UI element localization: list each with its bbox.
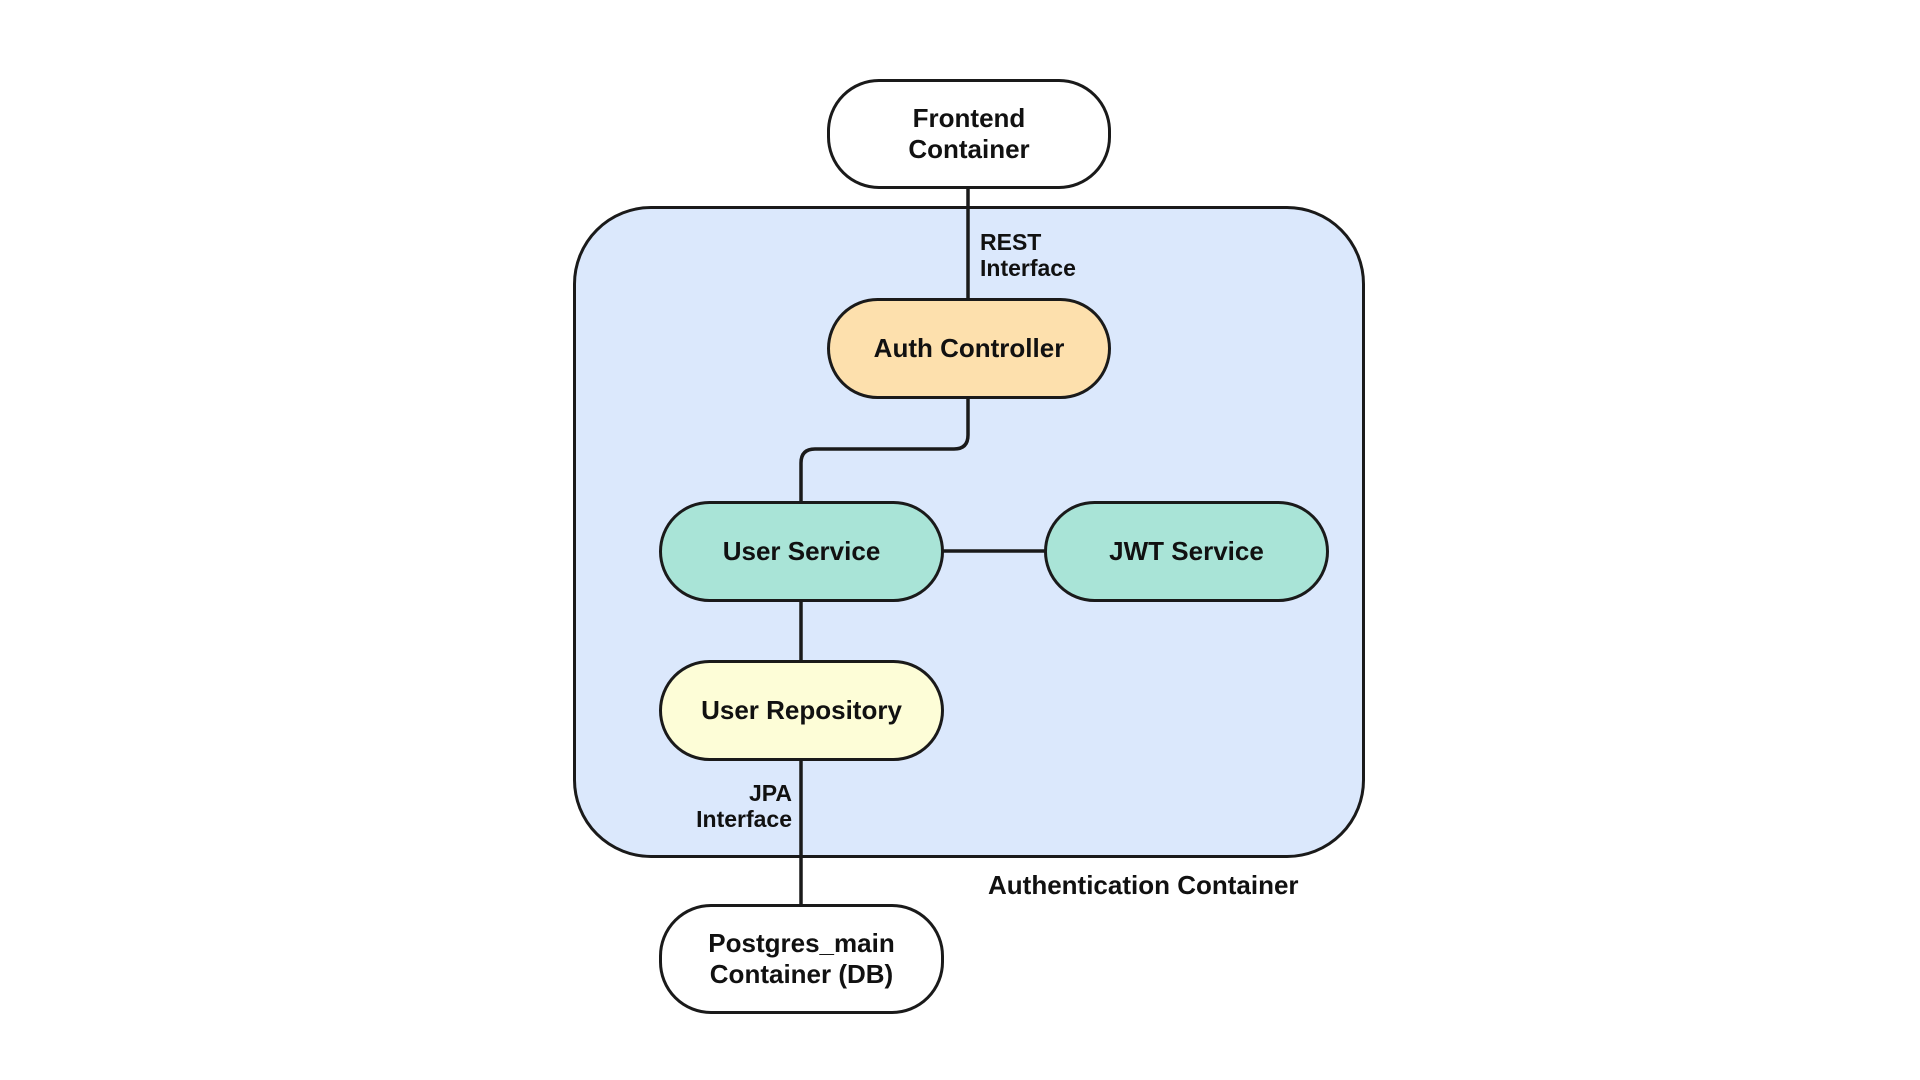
jwt-service-node: JWT Service [1044,501,1329,602]
authentication-container-label: Authentication Container [988,870,1299,900]
jpa-interface-label: JPA Interface [696,780,792,832]
auth-controller-node: Auth Controller [827,298,1111,399]
frontend-container-node: Frontend Container [827,79,1111,189]
user-repository-node: User Repository [659,660,944,761]
edge-auth-userservice [799,397,970,502]
user-service-node: User Service [659,501,944,602]
postgres-container-node: Postgres_main Container (DB) [659,904,944,1014]
rest-interface-label: REST Interface [980,229,1076,281]
